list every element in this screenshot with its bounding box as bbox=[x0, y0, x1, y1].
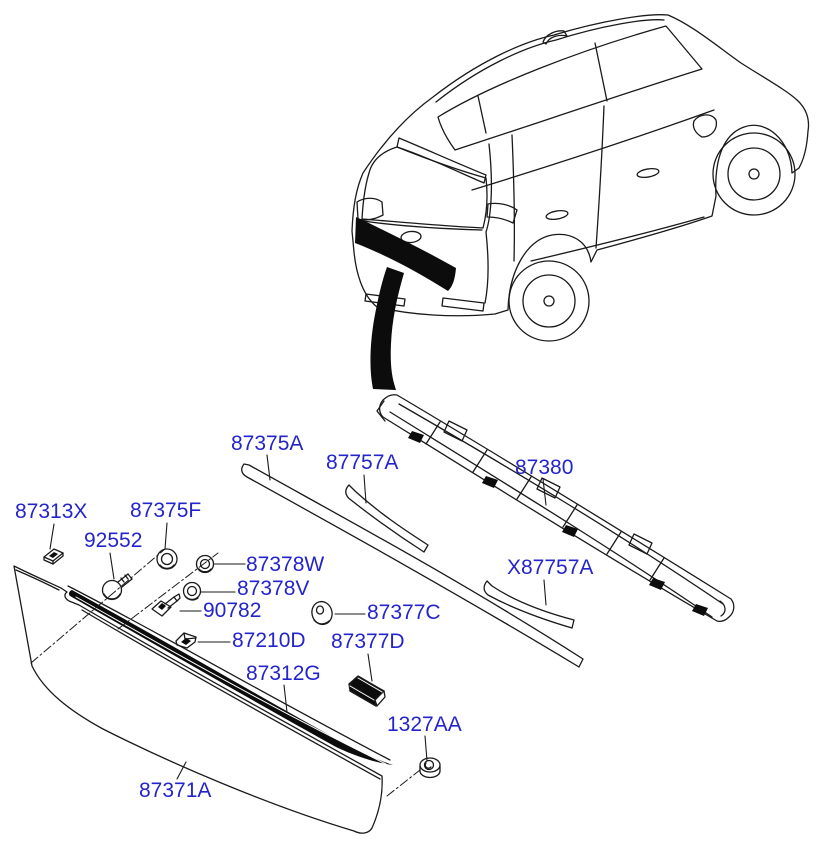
part-drawing-87210D bbox=[175, 632, 197, 649]
part-label-87371A[interactable]: 87371A bbox=[139, 779, 212, 802]
part-label-87313X[interactable]: 87313X bbox=[15, 500, 88, 523]
part-label-87312G[interactable]: 87312G bbox=[246, 662, 321, 685]
part-drawing-87375F bbox=[156, 548, 178, 570]
part-label-1327AA[interactable]: 1327AA bbox=[387, 713, 462, 736]
part-label-87380[interactable]: 87380 bbox=[515, 456, 574, 479]
part-drawing-90782 bbox=[151, 593, 181, 617]
part-drawing-87312G bbox=[67, 585, 394, 765]
side-glass bbox=[437, 25, 703, 151]
part-label-87375A[interactable]: 87375A bbox=[231, 432, 304, 455]
part-label-87375F[interactable]: 87375F bbox=[130, 499, 202, 522]
side-mirror bbox=[692, 114, 718, 138]
part-label-87377D[interactable]: 87377D bbox=[331, 630, 405, 653]
front-wheel bbox=[712, 132, 796, 216]
part-label-90782[interactable]: 90782 bbox=[203, 599, 262, 622]
part-drawing-92552 bbox=[101, 573, 133, 601]
part-label-92552[interactable]: 92552 bbox=[84, 529, 143, 552]
part-drawing-87371A bbox=[13, 565, 383, 834]
part-drawing-87377C bbox=[311, 600, 333, 626]
brand-badge bbox=[400, 230, 422, 244]
spoiler-lamp bbox=[396, 137, 487, 184]
part-drawing-87380 bbox=[376, 394, 735, 623]
assembly-axis-lines bbox=[30, 548, 421, 797]
part-label-87757A[interactable]: 87757A bbox=[326, 451, 399, 474]
part-drawing-87757A bbox=[345, 484, 429, 553]
location-callout-arrow bbox=[370, 267, 404, 390]
vehicle-illustration bbox=[351, 14, 810, 342]
part-drawing-87375A bbox=[241, 463, 584, 668]
leader-lines bbox=[49, 454, 547, 780]
door-handle bbox=[636, 167, 660, 179]
rear-wheel bbox=[508, 260, 590, 342]
tail-lamp-right bbox=[486, 202, 518, 224]
vehicle-body-outline bbox=[351, 14, 810, 317]
part-drawing-87378V bbox=[182, 581, 202, 601]
door-handle bbox=[545, 209, 569, 221]
part-drawing-87377D bbox=[348, 675, 386, 707]
part-drawing-1327AA bbox=[419, 757, 441, 779]
tail-lamp-left bbox=[356, 197, 384, 221]
part-label-87378V[interactable]: 87378V bbox=[237, 577, 310, 600]
part-drawing-X87757A bbox=[483, 580, 575, 629]
antenna-fin bbox=[542, 30, 568, 45]
part-drawing-87313X bbox=[43, 548, 64, 565]
part-drawing-87378W bbox=[195, 554, 215, 574]
part-label-87378W[interactable]: 87378W bbox=[246, 553, 325, 576]
garnish-location-highlight bbox=[355, 217, 456, 291]
part-label-X87757A[interactable]: X87757A bbox=[507, 556, 594, 579]
part-label-87377C[interactable]: 87377C bbox=[367, 601, 441, 624]
part-label-87210D[interactable]: 87210D bbox=[232, 629, 306, 652]
